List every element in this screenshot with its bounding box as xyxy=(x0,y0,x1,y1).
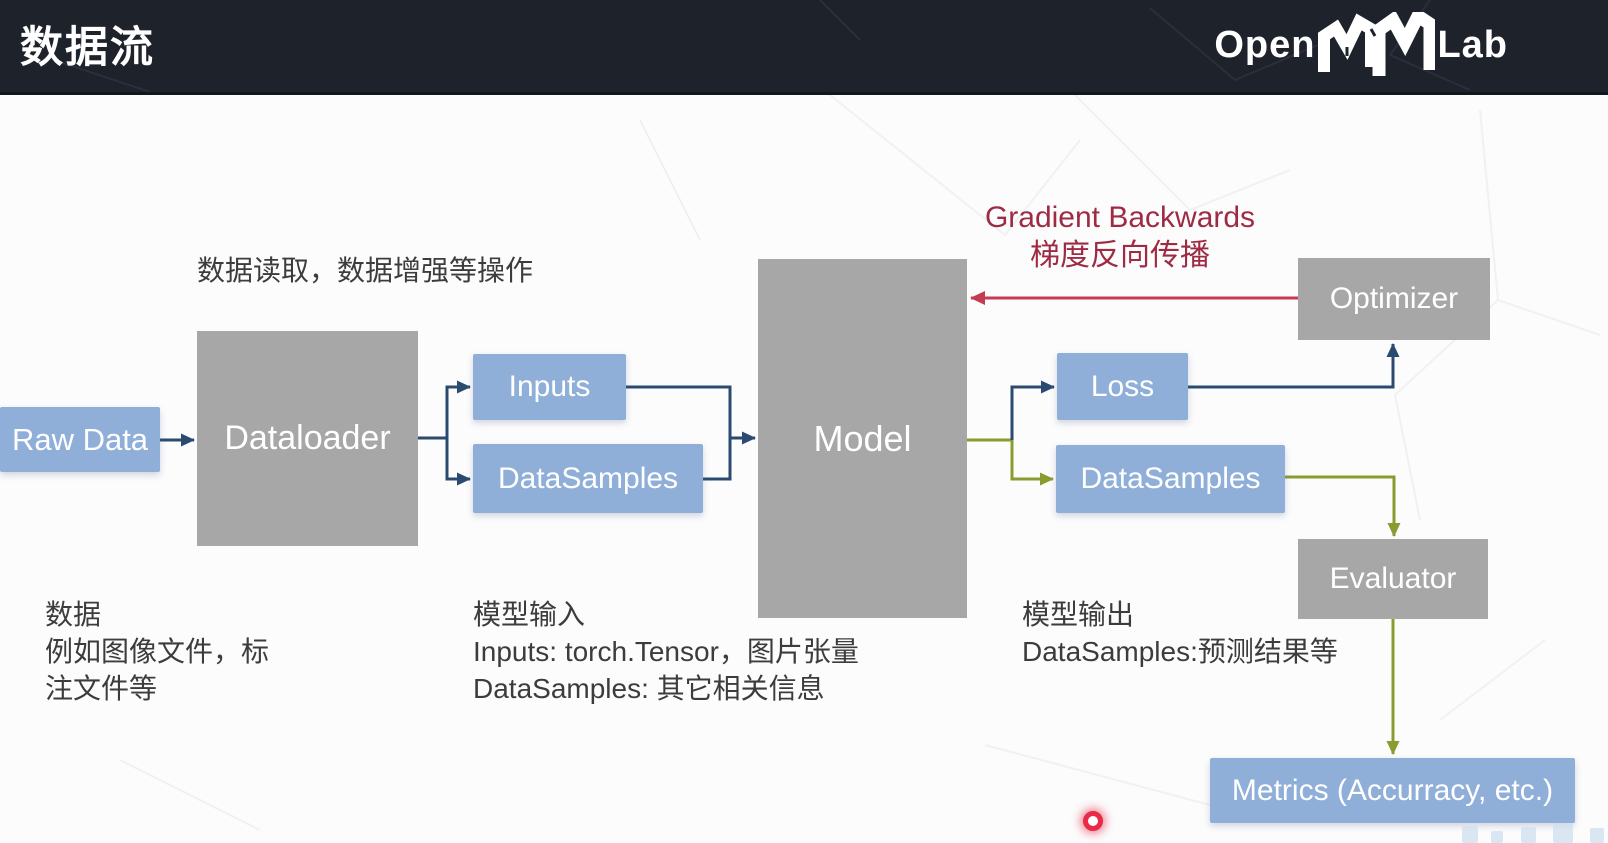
logo-lab-text: Lab xyxy=(1437,23,1508,66)
watermark-fragment xyxy=(1553,823,1573,843)
watermark-fragment xyxy=(1491,831,1503,843)
model-input-annotation: 模型输入 Inputs: torch.Tensor，图片张量 DataSampl… xyxy=(473,596,859,707)
node-inputs: Inputs xyxy=(473,354,626,420)
edge-junction-datasamples-out xyxy=(1010,440,1054,486)
laser-pointer-dot xyxy=(1083,811,1103,831)
page-title: 数据流 xyxy=(20,24,155,72)
model-input-annotation-line2: Inputs: torch.Tensor，图片张量 xyxy=(473,636,859,667)
logo-open-text: Open xyxy=(1214,23,1316,66)
raw-data-annotation-line3: 注文件等 xyxy=(45,673,158,704)
edge-junction-loss xyxy=(1010,380,1055,440)
node-optimizer: Optimizer xyxy=(1298,258,1490,340)
watermark-fragment xyxy=(1462,826,1478,843)
dataloader-annotation: 数据读取，数据增强等操作 xyxy=(197,255,534,286)
raw-data-annotation-line1: 数据 xyxy=(45,599,102,630)
edge-datasamples-merge xyxy=(703,438,732,481)
watermark-fragment xyxy=(1521,827,1536,843)
node-datasamples-output: DataSamples xyxy=(1056,445,1285,513)
model-input-annotation-line1: 模型输入 xyxy=(473,599,586,630)
node-loss: Loss xyxy=(1057,353,1188,420)
node-evaluator: Evaluator xyxy=(1298,539,1488,619)
node-raw-data: Raw Data xyxy=(0,407,160,472)
node-metrics: Metrics (Accurracy, etc.) xyxy=(1210,758,1575,823)
node-dataloader: Dataloader xyxy=(197,331,418,546)
edge-dataloader-datasamples xyxy=(445,438,471,486)
raw-data-annotation-line2: 例如图像文件，标 xyxy=(45,636,270,667)
model-output-annotation: 模型输出 DataSamples:预测结果等 xyxy=(1022,596,1338,670)
gradient-backwards-line1: Gradient Backwards xyxy=(984,201,1256,234)
mm-3d-letters-icon xyxy=(1318,12,1436,76)
edge-inputs-merge xyxy=(626,385,732,438)
model-input-annotation-line3: DataSamples: 其它相关信息 xyxy=(473,673,825,704)
model-output-annotation-line2: DataSamples:预测结果等 xyxy=(1022,636,1338,667)
node-datasamples-input: DataSamples xyxy=(473,444,703,513)
node-model: Model xyxy=(758,259,967,618)
model-output-annotation-line1: 模型输出 xyxy=(1022,599,1135,630)
edge-loss-optimizer xyxy=(1188,343,1400,389)
edge-dataloader-inputs xyxy=(418,380,471,440)
edge-datasamples-evaluator xyxy=(1285,475,1401,537)
gradient-backwards-line2: 梯度反向传播 xyxy=(1030,239,1210,272)
raw-data-annotation: 数据 例如图像文件，标 注文件等 xyxy=(45,596,269,707)
gradient-backwards-label: Gradient Backwards 梯度反向传播 xyxy=(950,199,1290,275)
title-bar: 数据流 Open Lab xyxy=(0,0,1608,95)
watermark-fragment xyxy=(1590,828,1604,843)
openmmlab-logo: Open Lab xyxy=(1214,12,1508,78)
